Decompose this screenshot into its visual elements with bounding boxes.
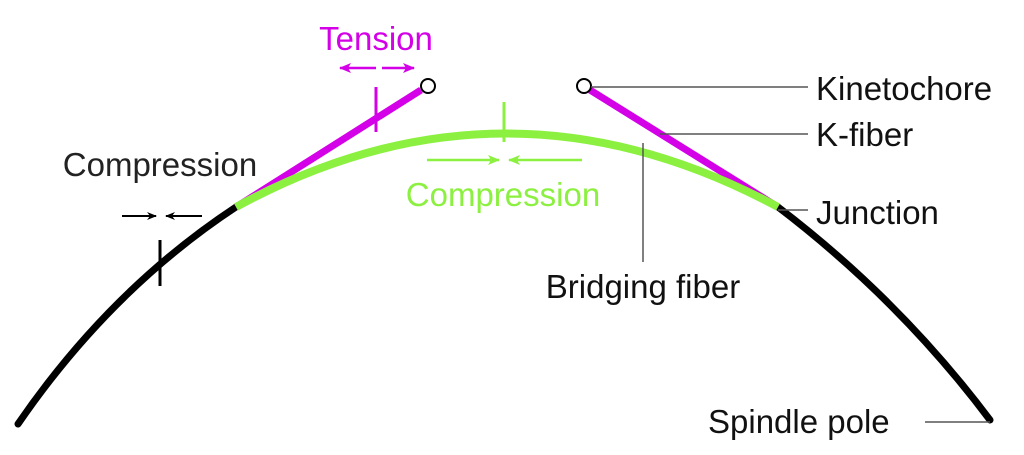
compression-bridging-label: Compression	[406, 176, 600, 213]
bridging-fiber	[234, 129, 780, 211]
kfiber-label: K-fiber	[816, 116, 913, 153]
kinetochore-left	[420, 78, 436, 94]
junction-label: Junction	[816, 194, 939, 231]
compression-outer-label: Compression	[63, 146, 257, 183]
spindle-fiber-left	[14, 203, 240, 428]
tension-label: Tension	[319, 20, 433, 57]
bridging-fiber-label: Bridging fiber	[546, 268, 740, 305]
spindle-pole-label: Spindle pole	[708, 403, 890, 440]
kinetochore-label: Kinetochore	[816, 70, 992, 107]
spindle-fiber-right	[774, 203, 994, 424]
kinetochore-right	[576, 78, 592, 94]
